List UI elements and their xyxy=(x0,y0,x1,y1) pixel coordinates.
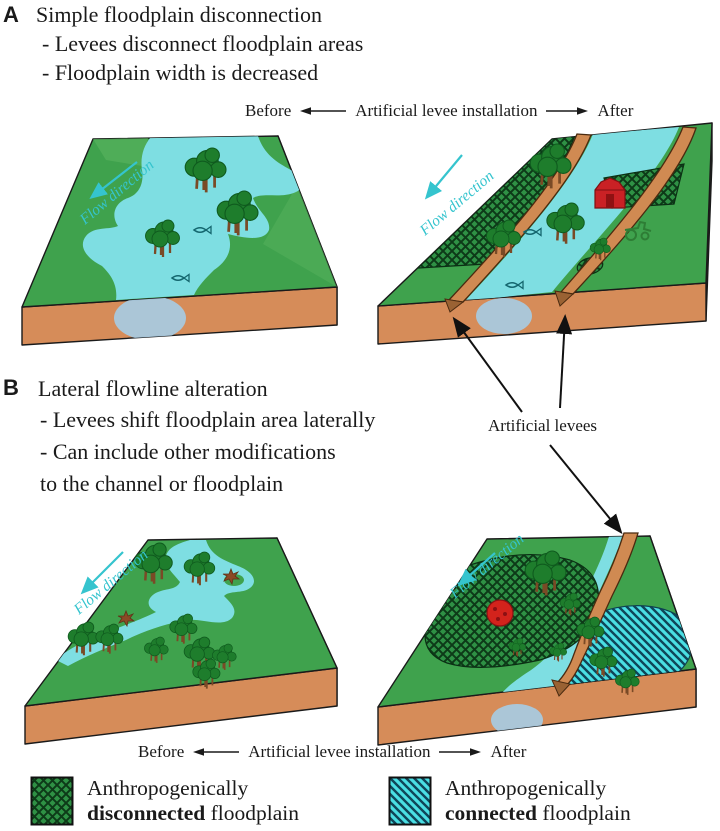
arrow-right-icon xyxy=(546,107,589,115)
levee-foot xyxy=(551,679,571,697)
legend-disconnected-line1: Anthropogenically xyxy=(87,776,249,800)
caption-top-label: Artificial levee installation xyxy=(355,101,538,120)
flow-direction-arrow xyxy=(89,161,138,200)
caption-bottom: Before Artificial levee installation Aft… xyxy=(138,742,526,762)
panel-a-letter: A xyxy=(3,2,19,27)
levee-foot xyxy=(444,298,465,313)
diagram-a-before: Flow direction xyxy=(21,135,338,346)
diagram-a-after: Flow direction xyxy=(377,122,713,345)
arrow-left-icon xyxy=(193,748,240,756)
panel-a-bullet-1: - Levees disconnect floodplain areas xyxy=(42,31,364,56)
panel-a-title: Simple floodplain disconnection xyxy=(36,2,322,27)
barn-icon xyxy=(594,177,626,209)
levee-foot xyxy=(554,290,575,307)
arrow-left-icon xyxy=(300,107,347,115)
caption-top-after: After xyxy=(597,101,634,120)
levee-pointer-arrow xyxy=(452,316,523,413)
tractor-icon xyxy=(624,220,652,241)
flow-direction-arrow xyxy=(424,154,463,200)
flow-direction-arrow xyxy=(80,551,124,595)
caption-top: Before Artificial levee installation Aft… xyxy=(245,101,633,121)
red-bush-icon xyxy=(486,599,514,627)
legend-connected-bold: connected xyxy=(445,801,537,825)
legend-connected-line1: Anthropogenically xyxy=(445,776,607,800)
legend-swatch-disconnected xyxy=(30,776,74,826)
legend-disconnected-rest: floodplain xyxy=(205,801,299,825)
legend-swatch-connected xyxy=(388,776,432,826)
flow-direction-arrow xyxy=(457,552,496,587)
artificial-levees-arrows xyxy=(452,314,623,535)
levee-pointer-arrow xyxy=(549,444,623,535)
channel-water xyxy=(502,536,624,693)
legend: Anthropogenically disconnected floodplai… xyxy=(30,776,299,826)
legend-disconnected-bold: disconnected xyxy=(87,801,206,825)
caption-top-before: Before xyxy=(245,101,292,120)
panel-b-bullet-2: - Can include other modifications xyxy=(40,439,336,464)
diagram-b-after: Flow direction xyxy=(377,530,697,746)
panel-b-title: Lateral flowline alteration xyxy=(38,376,268,401)
light-green-patch xyxy=(263,186,337,287)
artificial-levees-label: Artificial levees xyxy=(488,416,598,435)
floodplain-water xyxy=(82,136,304,300)
diagram-b-before: Flow direction xyxy=(24,537,338,745)
caption-bottom-before: Before xyxy=(138,742,185,761)
light-green-patch xyxy=(93,138,148,166)
panel-a-bullet-2: - Floodplain width is decreased xyxy=(42,60,319,85)
legend-label-disconnected: Anthropogenically disconnected floodplai… xyxy=(87,776,299,826)
legend-connected: Anthropogenically connected floodplain xyxy=(388,776,631,826)
caption-bottom-after: After xyxy=(490,742,527,761)
groundwater-seep xyxy=(114,296,186,340)
panel-b-bullet-3: to the channel or floodplain xyxy=(40,471,284,496)
legend-label-connected: Anthropogenically connected floodplain xyxy=(445,776,631,826)
panel-b-letter: B xyxy=(3,375,19,400)
arrow-right-icon xyxy=(439,748,482,756)
caption-bottom-label: Artificial levee installation xyxy=(248,742,431,761)
levee-pointer-arrow xyxy=(556,314,573,409)
legend-connected-rest: floodplain xyxy=(536,801,631,825)
panel-b-bullet-1: - Levees shift floodplain area laterally xyxy=(40,407,376,432)
groundwater-seep xyxy=(476,298,532,334)
